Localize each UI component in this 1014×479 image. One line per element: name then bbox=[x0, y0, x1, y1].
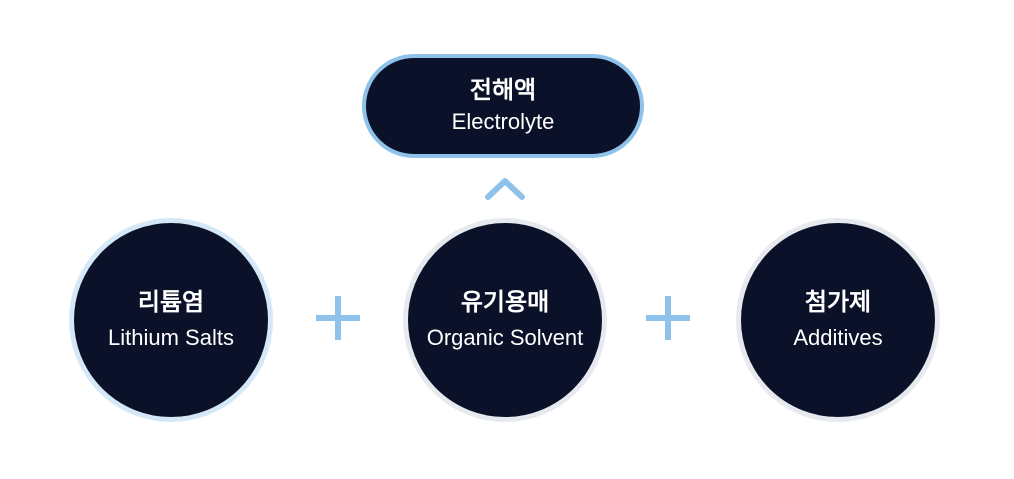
organic-solvent-node: 유기용매 Organic Solvent bbox=[403, 218, 607, 422]
plus-icon bbox=[646, 296, 690, 340]
electrolyte-node: 전해액 Electrolyte bbox=[362, 54, 644, 158]
component-label-ko: 리튬염 bbox=[137, 288, 205, 316]
chevron-up-icon bbox=[485, 178, 525, 200]
plus-icon bbox=[316, 296, 360, 340]
component-label-en: Organic Solvent bbox=[426, 325, 584, 350]
additives-node: 첨가제 Additives bbox=[736, 218, 940, 422]
component-label-en: Additives bbox=[793, 325, 883, 350]
electrolyte-label-ko: 전해액 bbox=[469, 76, 537, 104]
lithium-salts-node: 리튬염 Lithium Salts bbox=[69, 218, 273, 422]
component-label-ko: 첨가제 bbox=[804, 288, 872, 316]
component-label-ko: 유기용매 bbox=[460, 288, 550, 316]
component-label-en: Lithium Salts bbox=[108, 325, 234, 350]
electrolyte-label-en: Electrolyte bbox=[451, 109, 555, 134]
